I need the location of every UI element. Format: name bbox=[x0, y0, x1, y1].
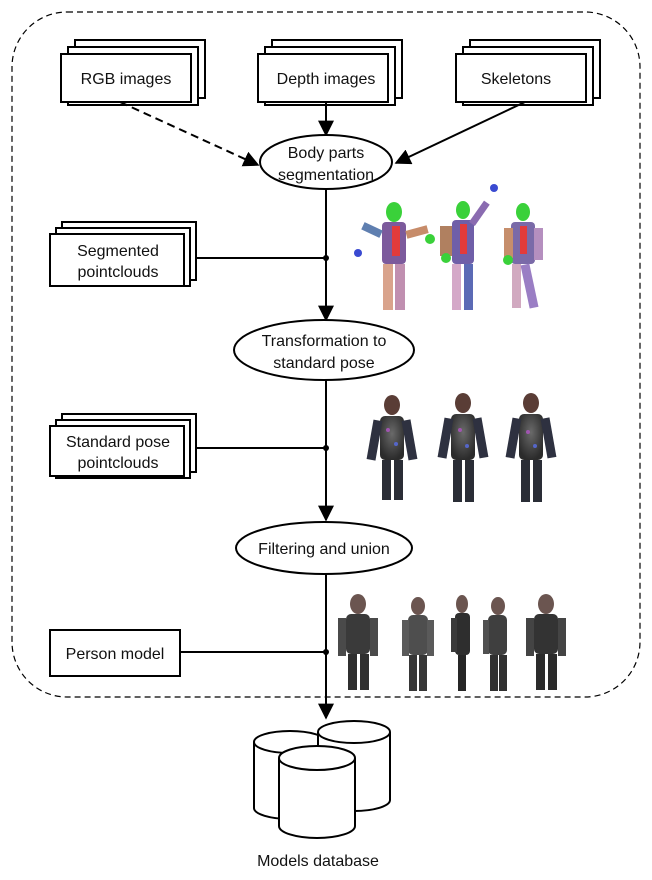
person-model-label: Person model bbox=[66, 646, 165, 663]
depth-images-stack: Depth images bbox=[257, 39, 403, 106]
segmented-label-line2: pointclouds bbox=[78, 264, 159, 281]
person-view-5 bbox=[526, 594, 566, 690]
person-view-2 bbox=[402, 597, 434, 691]
standard-pose-junction-dot bbox=[323, 445, 329, 451]
person-view-4 bbox=[483, 597, 507, 691]
database-cylinder-3 bbox=[278, 745, 356, 839]
standard-pose-figure-1 bbox=[366, 395, 418, 500]
standard-pose-figure-2 bbox=[437, 393, 489, 502]
skeletons-stack: Skeletons bbox=[455, 39, 601, 106]
transformation-step: Transformation to standard pose bbox=[233, 319, 415, 381]
person-view-1 bbox=[338, 594, 378, 690]
transformation-label-line2: standard pose bbox=[273, 355, 375, 372]
rgb-images-label: RGB images bbox=[81, 71, 172, 88]
person-model-junction-dot bbox=[323, 649, 329, 655]
segmented-pointclouds-stack: Segmented pointclouds bbox=[49, 221, 197, 287]
rgb-to-segmentation-arrow bbox=[119, 101, 260, 167]
standard-pose-figure-3 bbox=[505, 393, 557, 502]
segmentation-label-line1: Body parts bbox=[288, 145, 364, 162]
person-view-3 bbox=[451, 595, 470, 691]
segmented-label-line1: Segmented bbox=[77, 243, 159, 260]
depth-images-label: Depth images bbox=[277, 71, 376, 88]
segmented-figure-1 bbox=[354, 202, 435, 310]
segmented-figure-2 bbox=[440, 184, 498, 310]
skeletons-to-segmentation-arrow bbox=[394, 101, 526, 165]
person-model-views bbox=[338, 594, 566, 691]
filtering-label: Filtering and union bbox=[258, 541, 390, 558]
standard-pose-label-line1: Standard pose bbox=[66, 434, 170, 451]
filtering-step: Filtering and union bbox=[235, 521, 413, 575]
database-label: Models database bbox=[257, 853, 379, 870]
standard-pose-pointcloud-figures bbox=[366, 393, 557, 502]
person-model-box: Person model bbox=[49, 629, 181, 677]
standard-pose-label-line2: pointclouds bbox=[78, 455, 159, 472]
rgb-images-stack: RGB images bbox=[60, 39, 206, 106]
database-icon bbox=[253, 720, 391, 839]
skeletons-label: Skeletons bbox=[481, 71, 551, 88]
segmentation-label-line2: segmentation bbox=[278, 167, 374, 184]
transformation-label-line1: Transformation to bbox=[262, 333, 387, 350]
segmented-figure-3 bbox=[503, 203, 543, 309]
segmentation-step: Body parts segmentation bbox=[259, 134, 393, 190]
segmented-body-pointcloud-figures bbox=[354, 184, 543, 310]
segmented-junction-dot bbox=[323, 255, 329, 261]
standard-pose-pointclouds-stack: Standard pose pointclouds bbox=[49, 413, 197, 479]
